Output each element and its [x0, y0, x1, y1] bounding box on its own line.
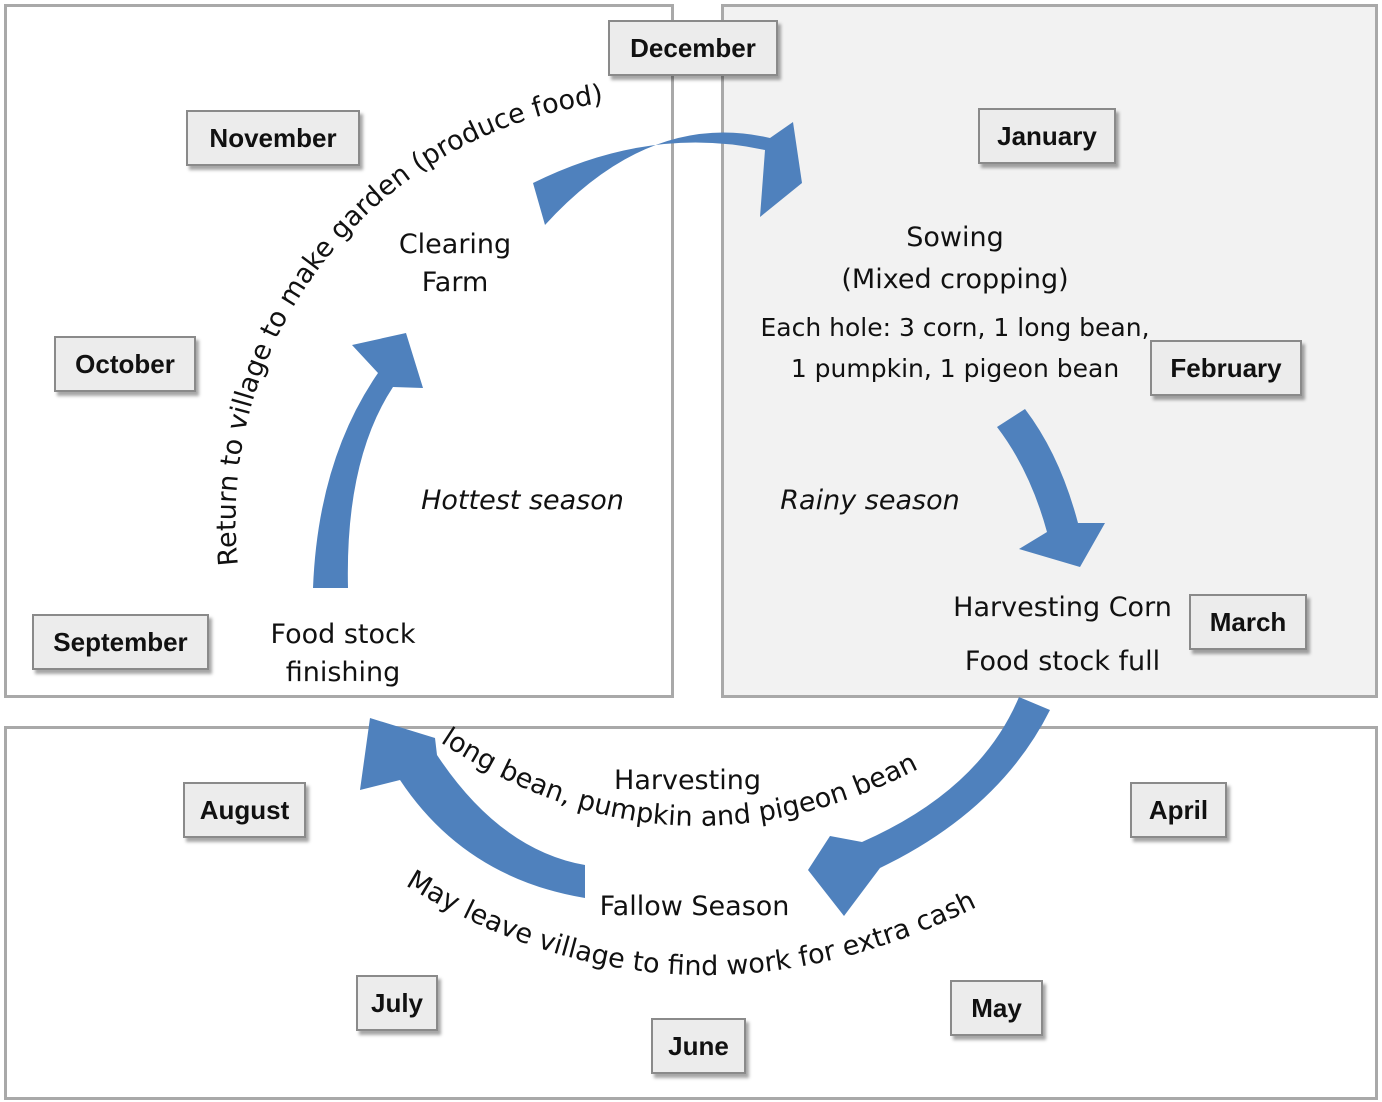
harvesting-label: Harvesting: [614, 765, 761, 796]
sowing-label: Sowing (Mixed cropping): [841, 222, 1069, 295]
arrow-mar-to-may: [808, 697, 1050, 916]
month-june: June: [651, 1018, 746, 1074]
arrow-dec-to-jan: [533, 122, 802, 225]
month-february: February: [1150, 340, 1302, 396]
harvesting-corn-label: Harvesting Corn: [953, 592, 1172, 623]
each-hole-label: Each hole: 3 corn, 1 long bean, 1 pumpki…: [760, 313, 1150, 383]
month-july: July: [356, 975, 438, 1031]
fallow-season-label: Fallow Season: [599, 891, 790, 922]
month-october: October: [54, 336, 196, 392]
clearing-farm-label: Clearing Farm: [398, 229, 512, 298]
month-january: January: [978, 108, 1116, 164]
arrow-feb-to-mar: [997, 409, 1105, 567]
month-december: December: [608, 20, 778, 76]
month-may: May: [950, 980, 1043, 1036]
food-stock-finishing-label: Food stock finishing: [270, 619, 416, 688]
hottest-season-label: Hottest season: [421, 485, 624, 516]
arrow-sep-to-nov: [313, 333, 423, 588]
rainy-season-label: Rainy season: [780, 485, 960, 516]
food-stock-full-label: Food stock full: [964, 646, 1161, 677]
month-april: April: [1130, 782, 1227, 838]
arrow-jun-to-aug: [360, 718, 585, 898]
month-march: March: [1189, 594, 1307, 650]
month-august: August: [183, 782, 306, 838]
month-september: September: [32, 614, 209, 670]
month-november: November: [186, 110, 360, 166]
